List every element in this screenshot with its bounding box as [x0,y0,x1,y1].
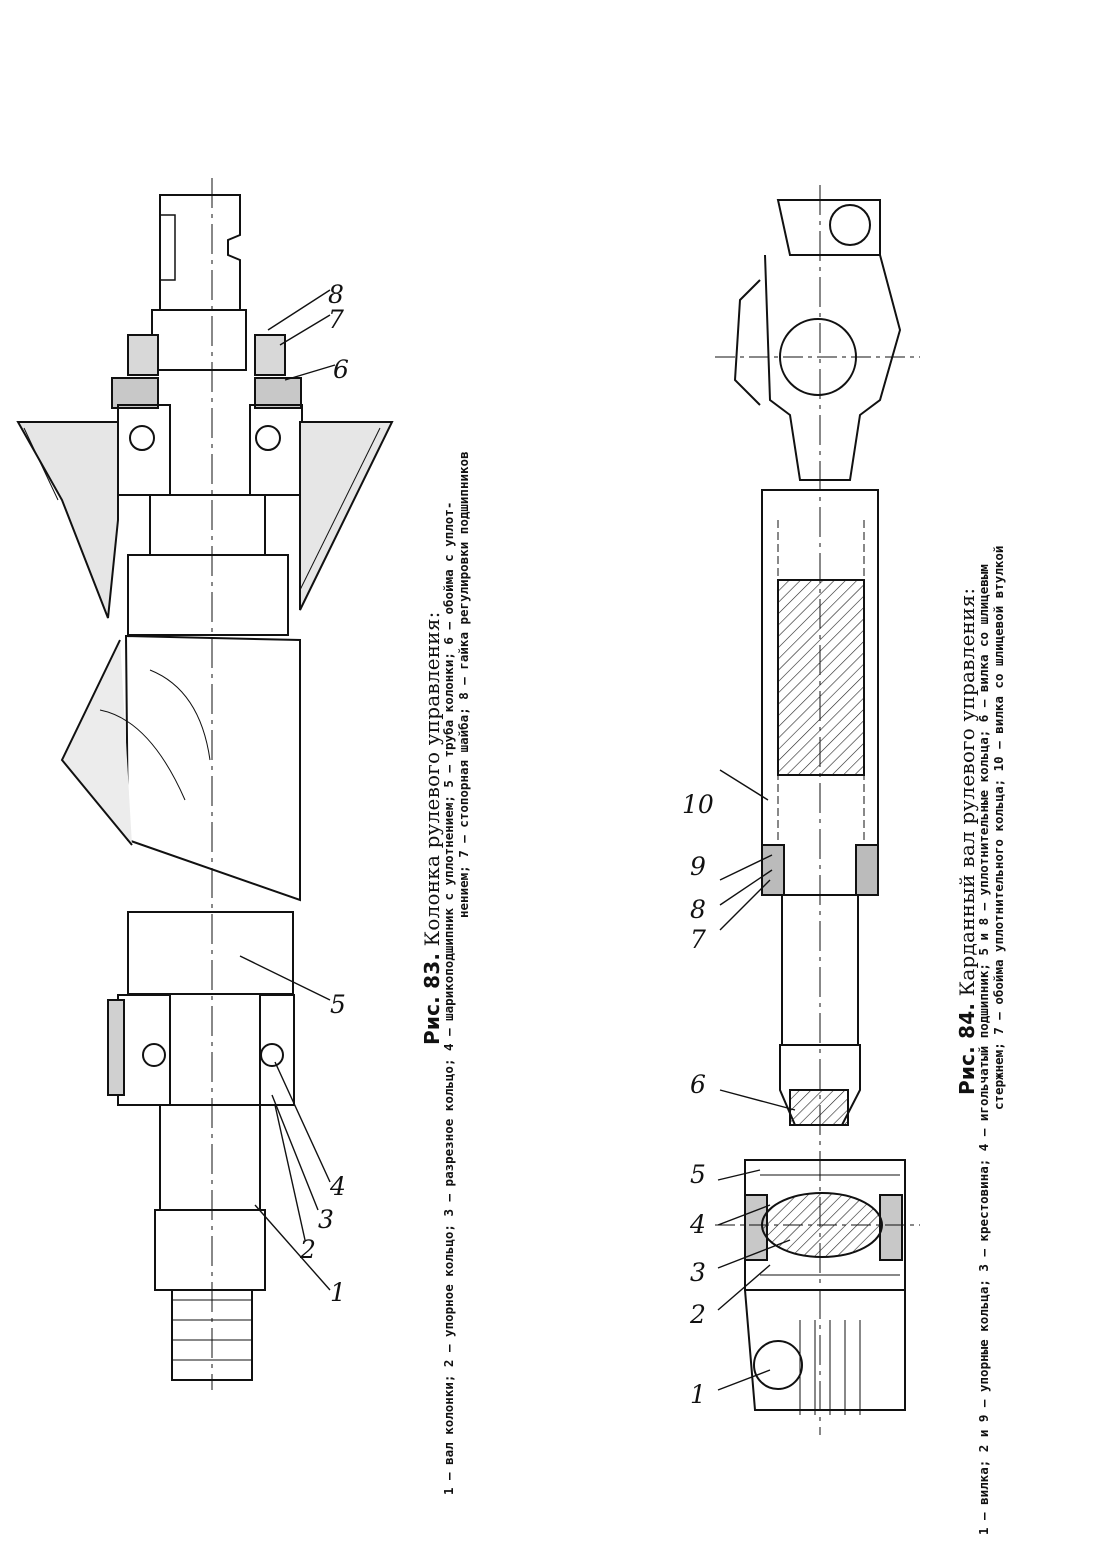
callout-83-6: 6 [333,355,349,384]
figure-84-legend-line-1: 1 — вилка; 2 и 9 — упорные кольца; 3 — к… [976,564,991,1535]
callout-83-3: 3 [318,1205,334,1234]
callout-84-3: 3 [690,1258,706,1287]
callout-84-4: 4 [690,1210,706,1239]
callout-83-8: 8 [328,280,344,309]
callout-84-9: 9 [690,852,706,881]
figure-83-legend-line-1: 1 — вал колонки; 2 — упорное кольцо; 3 —… [441,501,456,1495]
figure-83-legend-line-2: нением; 7 — стопорная шайба; 8 — гайка р… [456,451,471,918]
callout-84-10: 10 [682,790,714,819]
callout-84-2: 2 [690,1300,706,1329]
callout-83-1: 1 [330,1278,346,1307]
callout-84-5: 5 [690,1160,706,1189]
figure-83-drawing [16,178,394,1390]
figure-84-drawing [715,185,920,1435]
callout-83-5: 5 [330,990,346,1019]
callout-84-8: 8 [690,895,706,924]
callout-84-1: 1 [690,1380,706,1409]
figure-84-leaders [717,769,796,1391]
upper-bearing-assembly [111,334,303,496]
callout-83-7: 7 [328,305,344,334]
funnel-boot [16,421,394,619]
figure-83-leaders [239,289,336,1291]
callout-83-2: 2 [300,1235,316,1264]
callout-84-7: 7 [690,925,706,954]
callout-83-4: 4 [330,1172,346,1201]
callout-84-6: 6 [690,1070,706,1099]
figure-84-legend-line-2: стержнем; 7 — обойма уплотнительного кол… [991,545,1006,1110]
lower-bearing-assembly [107,994,295,1106]
